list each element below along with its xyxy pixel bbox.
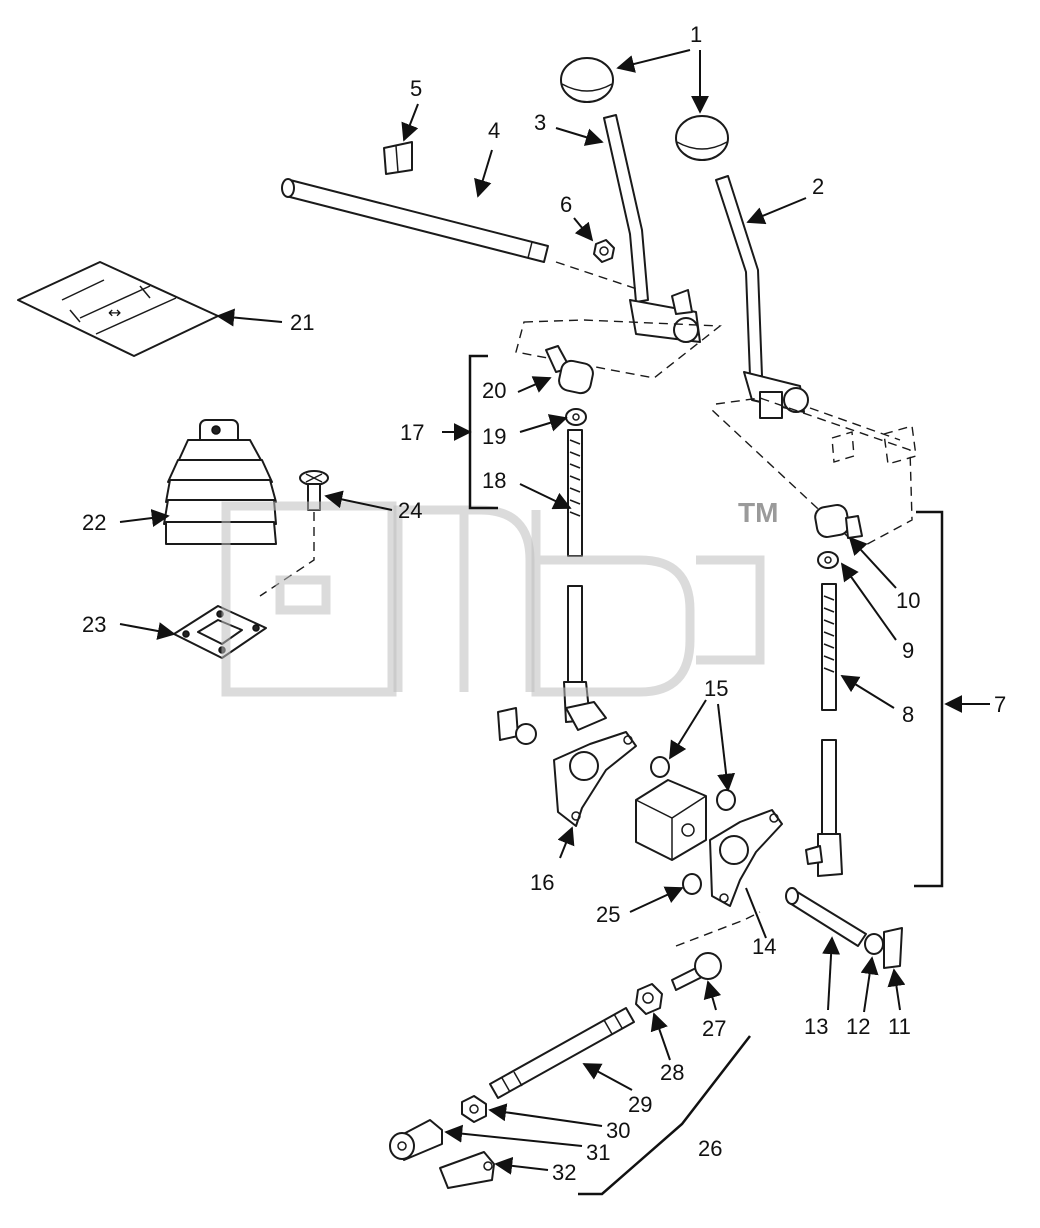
callout-20: 20 — [482, 378, 506, 403]
lever-centerline-2 — [809, 407, 901, 441]
callout-13: 13 — [804, 1014, 828, 1039]
callout-2: 2 — [812, 174, 824, 199]
callout-26: 26 — [698, 1136, 722, 1161]
shaft-centerline-4 — [555, 261, 641, 291]
nut-part-28 — [635, 983, 663, 1015]
callout-30: 30 — [606, 1118, 630, 1143]
clip-part-32 — [439, 1151, 495, 1189]
callout-15: 15 — [704, 676, 728, 701]
rod-part-18 — [563, 429, 607, 731]
callout-27: 27 — [702, 1016, 726, 1041]
clip-part-11 — [883, 927, 903, 969]
callout-labels: 1 2 3 4 5 6 7 8 9 10 11 12 13 14 15 16 1… — [82, 22, 1006, 1185]
spacer-part-15a — [650, 756, 670, 778]
rod-end-part-20 — [545, 345, 594, 395]
clip-ghost-b — [883, 425, 917, 465]
rod-end-part-10 — [814, 504, 863, 539]
callout-8: 8 — [902, 702, 914, 727]
shaft-part-4 — [281, 178, 549, 263]
callout-22: 22 — [82, 510, 106, 535]
callout-3: 3 — [534, 110, 546, 135]
callout-19: 19 — [482, 424, 506, 449]
knob-part-1b — [675, 115, 729, 161]
callout-9: 9 — [902, 638, 914, 663]
watermark-logo: TM — [221, 497, 778, 697]
nut-part-9 — [817, 551, 839, 569]
callout-16: 16 — [530, 870, 554, 895]
callout-21: 21 — [290, 310, 314, 335]
callout-29: 29 — [628, 1092, 652, 1117]
clip-part-5 — [383, 141, 413, 175]
nut-part-19 — [565, 408, 587, 426]
callout-7: 7 — [994, 692, 1006, 717]
bellcrank-part-16 — [553, 731, 637, 827]
boot-part-22 — [163, 419, 277, 545]
pin-part-13 — [785, 887, 867, 947]
watermark-trademark: TM — [738, 497, 778, 528]
lever-part-2 — [715, 175, 809, 419]
callout-17: 17 — [400, 420, 424, 445]
callout-31: 31 — [586, 1140, 610, 1165]
callout-1: 1 — [690, 22, 702, 47]
decal-part-21: ↔ — [17, 261, 219, 357]
callout-10: 10 — [896, 588, 920, 613]
rod-part-29 — [489, 1007, 635, 1099]
pivot-block — [635, 779, 707, 861]
screw-part-24 — [259, 470, 329, 597]
spacer-part-15b — [716, 789, 736, 811]
callout-11: 11 — [888, 1014, 911, 1039]
callout-28: 28 — [660, 1060, 684, 1085]
plate-part-23 — [173, 605, 267, 659]
bellcrank-part-14 — [709, 809, 783, 907]
callout-23: 23 — [82, 612, 106, 637]
knob-part-1a — [560, 57, 614, 103]
nut-part-30 — [461, 1095, 487, 1123]
nut-part-6 — [593, 239, 615, 263]
ball-stud-part-27 — [671, 952, 722, 991]
callout-32: 32 — [552, 1160, 576, 1185]
washer-part-12 — [864, 933, 884, 955]
callout-4: 4 — [488, 118, 500, 143]
clip-ghost-a — [831, 431, 855, 463]
bracket-7 — [914, 510, 944, 888]
mount-plane-upper — [515, 319, 722, 379]
callout-25: 25 — [596, 902, 620, 927]
callout-14: 14 — [752, 934, 776, 959]
svg-text:↔: ↔ — [108, 303, 121, 322]
clip-part-near-16 — [497, 707, 537, 745]
callout-6: 6 — [560, 192, 572, 217]
clevis-part-31 — [389, 1119, 443, 1161]
spacer-part-25 — [682, 873, 702, 895]
bracket-26 — [578, 1035, 751, 1196]
callout-5: 5 — [410, 76, 422, 101]
callout-18: 18 — [482, 468, 506, 493]
leader-lines — [119, 49, 990, 1175]
lower-centerline — [675, 911, 761, 947]
rod-part-8 — [805, 583, 843, 877]
callout-12: 12 — [846, 1014, 870, 1039]
callout-24: 24 — [398, 498, 422, 523]
